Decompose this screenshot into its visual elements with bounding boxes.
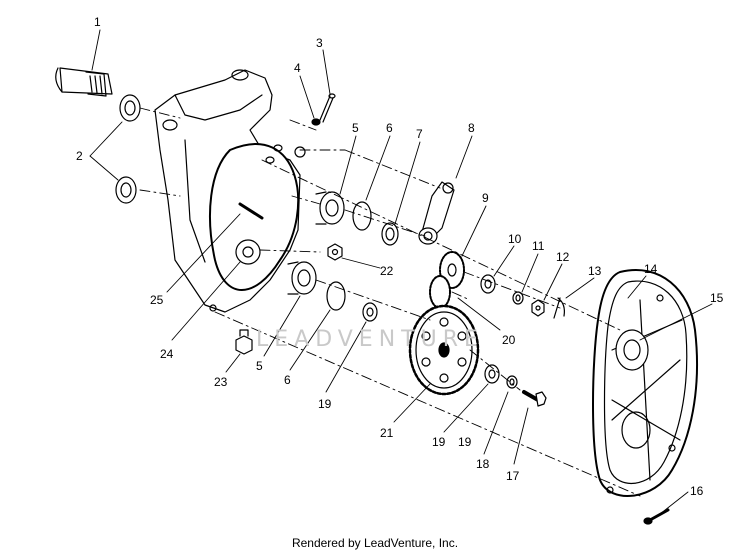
callout-15: 15: [710, 291, 724, 305]
bolt-17-part: [522, 390, 547, 407]
nut-22-part: [327, 243, 343, 261]
callout-21: 21: [380, 426, 394, 440]
callout-18: 18: [476, 457, 490, 471]
snap-ring-upper: [352, 201, 372, 231]
callout-2: 2: [76, 149, 83, 163]
callout-19-lower: 19: [432, 435, 446, 449]
large-gear-part: [408, 304, 480, 396]
callout-24: 24: [160, 347, 174, 361]
callout-14: 14: [644, 262, 658, 276]
callout-numbers: 1 2 3 4 5 6 7 8 9 10 11 12 13 14 15 16 1…: [76, 15, 724, 498]
callout-4: 4: [294, 61, 301, 75]
callout-5-upper: 5: [352, 121, 359, 135]
callout-20: 20: [502, 333, 516, 347]
alignment-lines: [139, 107, 641, 497]
washer-18-part: [506, 375, 518, 389]
callout-22: 22: [380, 264, 394, 278]
seal-parts: [115, 94, 141, 204]
callout-11: 11: [532, 239, 545, 253]
gearcase-cover-part: [592, 269, 698, 497]
callout-25: 25: [150, 293, 164, 307]
washer-19-lower: [484, 364, 500, 384]
snap-ring-lower: [326, 281, 346, 311]
pin-4-part: [311, 118, 321, 126]
washer-19-upper: [362, 302, 378, 322]
callout-16: 16: [690, 484, 704, 498]
callout-23: 23: [214, 375, 228, 389]
dowel-25-part: [238, 202, 264, 220]
footer-credit: Rendered by LeadVenture, Inc.: [291, 536, 459, 550]
callout-17: 17: [506, 469, 520, 483]
nut-12-part: [531, 299, 545, 317]
callout-6-upper: 6: [386, 121, 393, 135]
callout-6-lower: 6: [284, 373, 291, 387]
drain-plug-23-part: [235, 329, 253, 355]
watermark-text: LEADVENTURE: [256, 327, 484, 352]
callout-10: 10: [508, 232, 522, 246]
callout-9: 9: [482, 191, 489, 205]
callout-leaders: [89, 29, 713, 515]
callout-13: 13: [588, 264, 602, 278]
idler-arm-part: [418, 181, 455, 245]
washer-10-part: [480, 274, 496, 294]
sprocket-part: [429, 251, 465, 309]
shaft-part: [55, 67, 113, 97]
washer-11-part: [512, 291, 524, 305]
bearing-upper: [315, 191, 345, 225]
callout-19-upper: 19: [318, 397, 332, 411]
bearing-lower: [287, 261, 317, 295]
seal-7-part: [381, 222, 399, 246]
callout-19-washer: 19: [458, 435, 472, 449]
callout-12: 12: [556, 250, 570, 264]
callout-1: 1: [94, 15, 101, 29]
callout-8: 8: [468, 121, 475, 135]
callout-7: 7: [416, 127, 423, 141]
screw-16-part: [643, 508, 670, 525]
callout-5-lower: 5: [256, 359, 263, 373]
gearcase-housing: [154, 69, 306, 313]
callout-3: 3: [316, 36, 323, 50]
